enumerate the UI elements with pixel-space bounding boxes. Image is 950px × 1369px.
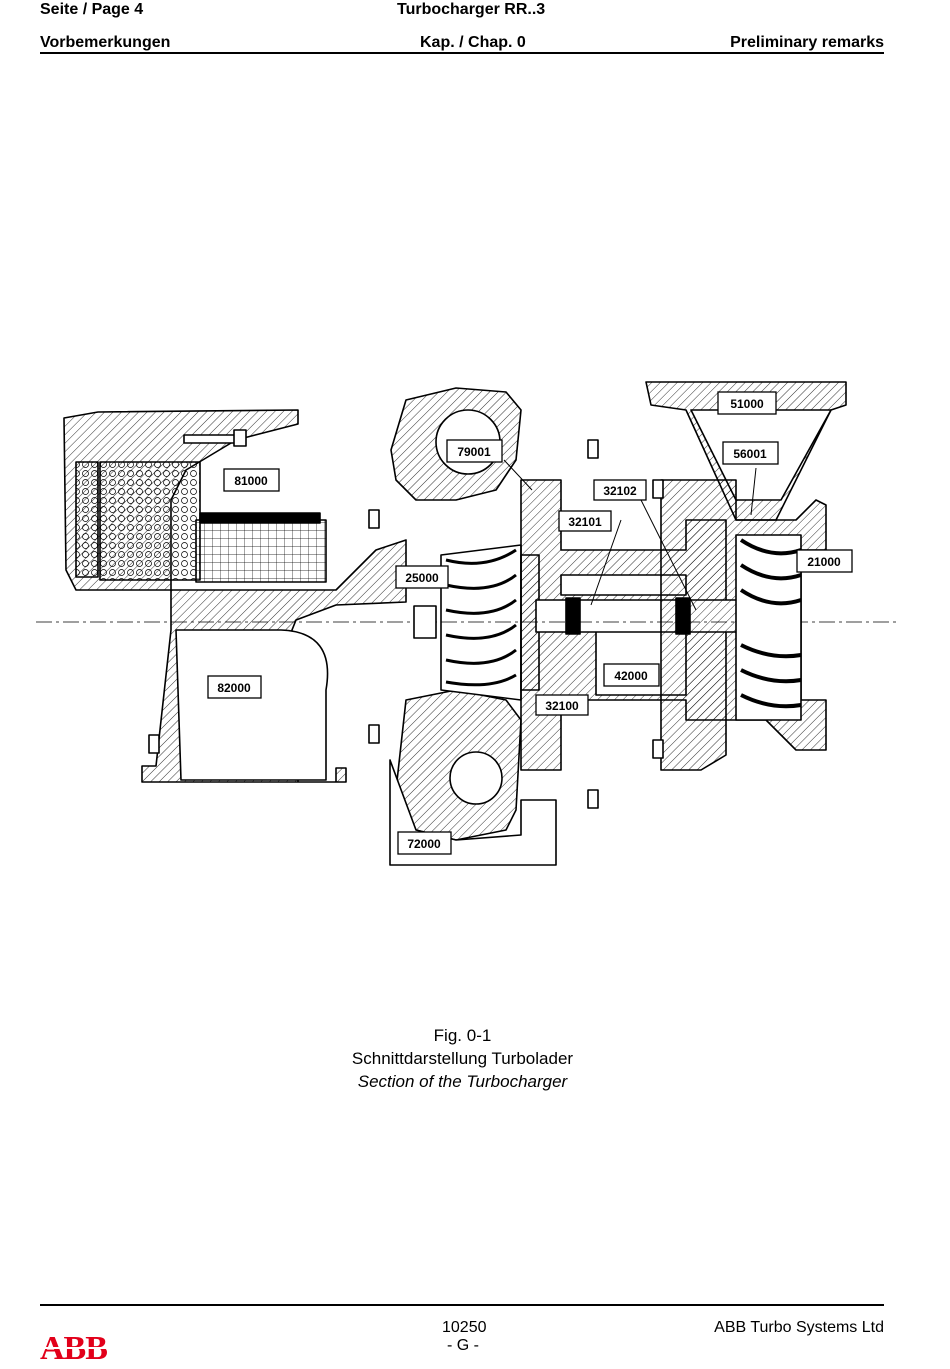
silencer-baffle xyxy=(99,461,201,581)
page-number: Seite / Page 4 xyxy=(40,1,144,18)
header-rule xyxy=(40,52,884,54)
part-label-32102: 32102 xyxy=(593,479,647,501)
turbocharger-section-drawing: 51000 79001 56001 81000 32102 32101 2100… xyxy=(36,381,896,866)
section-title-en: Preliminary remarks xyxy=(730,34,884,51)
part-number: 32101 xyxy=(568,515,602,529)
filter-grid xyxy=(195,519,327,583)
compressor-wheel xyxy=(440,544,522,701)
document-number: 10250 xyxy=(442,1319,487,1336)
part-label-21000: 21000 xyxy=(796,549,853,573)
part-label-32100: 32100 xyxy=(535,694,589,716)
revision-mark: - G - xyxy=(447,1337,479,1354)
part-number: 79001 xyxy=(457,445,491,459)
part-label-56001: 56001 xyxy=(722,441,779,465)
part-number: 32100 xyxy=(545,699,579,713)
part-label-79001: 79001 xyxy=(446,439,503,463)
footer-rule xyxy=(40,1304,884,1306)
section-title-de: Vorbemerkungen xyxy=(40,34,171,51)
part-label-51000: 51000 xyxy=(717,391,777,415)
part-label-25000: 25000 xyxy=(395,565,449,589)
part-number: 82000 xyxy=(217,681,251,695)
part-number: 42000 xyxy=(614,669,648,683)
company-name: ABB Turbo Systems Ltd xyxy=(714,1319,884,1336)
part-label-81000: 81000 xyxy=(223,468,280,492)
part-label-32101: 32101 xyxy=(558,510,612,532)
figure-caption-de: Schnittdarstellung Turbolader xyxy=(351,1049,574,1068)
part-number: 51000 xyxy=(730,397,764,411)
figure-caption-en: Section of the Turbocharger xyxy=(357,1072,568,1091)
part-number: 21000 xyxy=(807,555,841,569)
abb-logo-text: ABB xyxy=(40,1330,108,1367)
part-number: 25000 xyxy=(405,571,439,585)
turbine-wheel xyxy=(735,534,802,721)
product-title: Turbocharger RR..3 xyxy=(397,1,546,18)
part-label-82000: 82000 xyxy=(207,675,262,699)
part-number: 81000 xyxy=(234,474,268,488)
abb-logo: ABB xyxy=(40,1330,120,1367)
part-number: 56001 xyxy=(733,447,767,461)
part-number: 72000 xyxy=(407,837,441,851)
part-label-42000: 42000 xyxy=(603,663,660,687)
chapter-label: Kap. / Chap. 0 xyxy=(420,34,526,51)
part-number: 32102 xyxy=(603,484,637,498)
part-label-72000: 72000 xyxy=(397,831,452,855)
figure-number: Fig. 0-1 xyxy=(433,1026,492,1045)
silencer-filter xyxy=(75,461,99,578)
